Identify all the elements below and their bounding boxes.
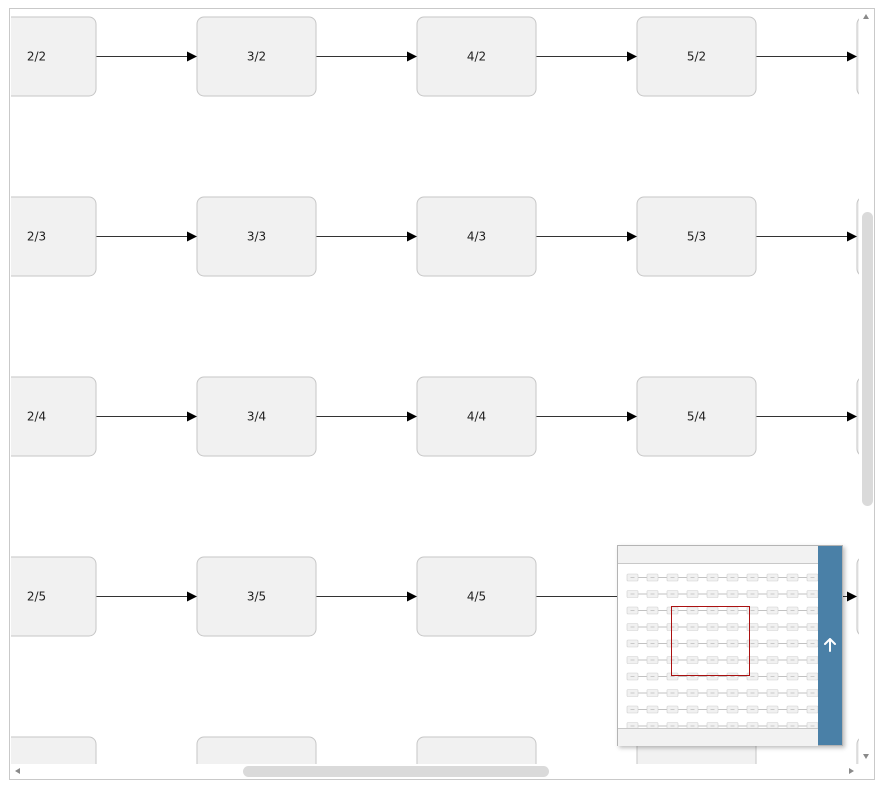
node-label: 2/2: [27, 50, 46, 64]
node-2-3[interactable]: 2/3: [11, 196, 97, 277]
diagram-frame: 2/2 2/3 2/4 2/5 2/6 3/2 3/3 3/4 3/5 3/6 4/2 4/3 4/4 4…: [9, 8, 875, 780]
overview-node: [786, 722, 799, 728]
overview-node: [646, 722, 659, 728]
node-label: 3/4: [247, 410, 266, 424]
node-6-5[interactable]: 6/5: [856, 557, 859, 636]
node-4-2[interactable]: 4/2: [416, 16, 537, 97]
overview-node: [746, 722, 759, 728]
overview-node: [626, 722, 639, 728]
node-2-2[interactable]: 2/2: [11, 16, 97, 97]
horizontal-scroll-thumb[interactable]: [243, 766, 549, 777]
node-box[interactable]: [416, 556, 537, 637]
node-label: 4/3: [467, 230, 486, 244]
node-5-3[interactable]: 5/3: [636, 196, 757, 277]
node-box[interactable]: [11, 376, 97, 457]
node-box[interactable]: [11, 16, 97, 97]
node-box[interactable]: [196, 196, 317, 277]
node-box[interactable]: [11, 556, 97, 637]
node-box[interactable]: [636, 196, 757, 277]
node-label: 5/4: [687, 410, 706, 424]
node-2-5[interactable]: 2/5: [11, 556, 97, 637]
node-5-4[interactable]: 5/4: [636, 376, 757, 457]
node-label: 4/2: [467, 50, 486, 64]
node-label: 3/2: [247, 50, 266, 64]
node-box[interactable]: [856, 737, 859, 764]
node-box[interactable]: [196, 16, 317, 97]
node-label: 5/2: [687, 50, 706, 64]
node-box[interactable]: [856, 377, 859, 456]
overview-panel[interactable]: [617, 545, 843, 746]
scrollbar-corner: [859, 764, 874, 779]
node-label: 2/4: [27, 410, 46, 424]
node-box[interactable]: [416, 736, 537, 764]
node-box[interactable]: [196, 376, 317, 457]
node-3-3[interactable]: 3/3: [196, 196, 317, 277]
node-3-6[interactable]: 3/6: [196, 736, 317, 764]
overview-collapse-button[interactable]: [818, 546, 842, 745]
overview-canvas[interactable]: [618, 564, 818, 728]
overview-footer-bar: [618, 728, 818, 746]
horizontal-scrollbar[interactable]: [11, 764, 859, 779]
scroll-right-arrow-icon[interactable]: [849, 768, 854, 774]
node-6-6[interactable]: 6/6: [856, 737, 859, 764]
overview-node: [766, 722, 779, 728]
node-2-4[interactable]: 2/4: [11, 376, 97, 457]
overview-node: [706, 722, 719, 728]
node-box[interactable]: [196, 736, 317, 764]
node-3-2[interactable]: 3/2: [196, 16, 317, 97]
node-4-3[interactable]: 4/3: [416, 196, 537, 277]
overview-node: [726, 722, 739, 728]
node-box[interactable]: [11, 736, 97, 764]
node-2-6[interactable]: 2/6: [11, 736, 97, 764]
node-box[interactable]: [856, 557, 859, 636]
node-box[interactable]: [196, 556, 317, 637]
node-6-3[interactable]: 6/3: [856, 197, 859, 276]
overview-graph: [626, 573, 818, 728]
node-3-5[interactable]: 3/5: [196, 556, 317, 637]
overview-node: [806, 722, 818, 728]
node-5-2[interactable]: 5/2: [636, 16, 757, 97]
node-box[interactable]: [11, 196, 97, 277]
arrow-up-icon: [824, 638, 836, 652]
node-label: 4/5: [467, 590, 486, 604]
vertical-scrollbar[interactable]: [859, 10, 874, 764]
node-box[interactable]: [636, 16, 757, 97]
node-label: 2/5: [27, 590, 46, 604]
node-4-6[interactable]: 4/6: [416, 736, 537, 764]
node-label: 4/4: [467, 410, 486, 424]
overview-node: [686, 722, 699, 728]
node-box[interactable]: [416, 16, 537, 97]
scroll-left-arrow-icon[interactable]: [15, 768, 20, 774]
node-label: 2/3: [27, 230, 46, 244]
node-box[interactable]: [416, 376, 537, 457]
node-box[interactable]: [856, 197, 859, 276]
node-3-4[interactable]: 3/4: [196, 376, 317, 457]
overview-node: [666, 722, 679, 728]
node-label: 3/3: [247, 230, 266, 244]
node-4-4[interactable]: 4/4: [416, 376, 537, 457]
overview-header-bar: [618, 546, 818, 564]
node-4-5[interactable]: 4/5: [416, 556, 537, 637]
overview-viewport-rect[interactable]: [671, 606, 750, 676]
node-box[interactable]: [856, 17, 859, 96]
vertical-scroll-thumb[interactable]: [862, 212, 873, 506]
node-label: 3/5: [247, 590, 266, 604]
node-box[interactable]: [636, 376, 757, 457]
node-6-4[interactable]: 6/4: [856, 377, 859, 456]
node-box[interactable]: [416, 196, 537, 277]
node-label: 5/3: [687, 230, 706, 244]
node-6-2[interactable]: 6/2: [856, 17, 859, 96]
scroll-down-arrow-icon[interactable]: [863, 754, 869, 759]
scroll-up-arrow-icon[interactable]: [863, 14, 869, 19]
